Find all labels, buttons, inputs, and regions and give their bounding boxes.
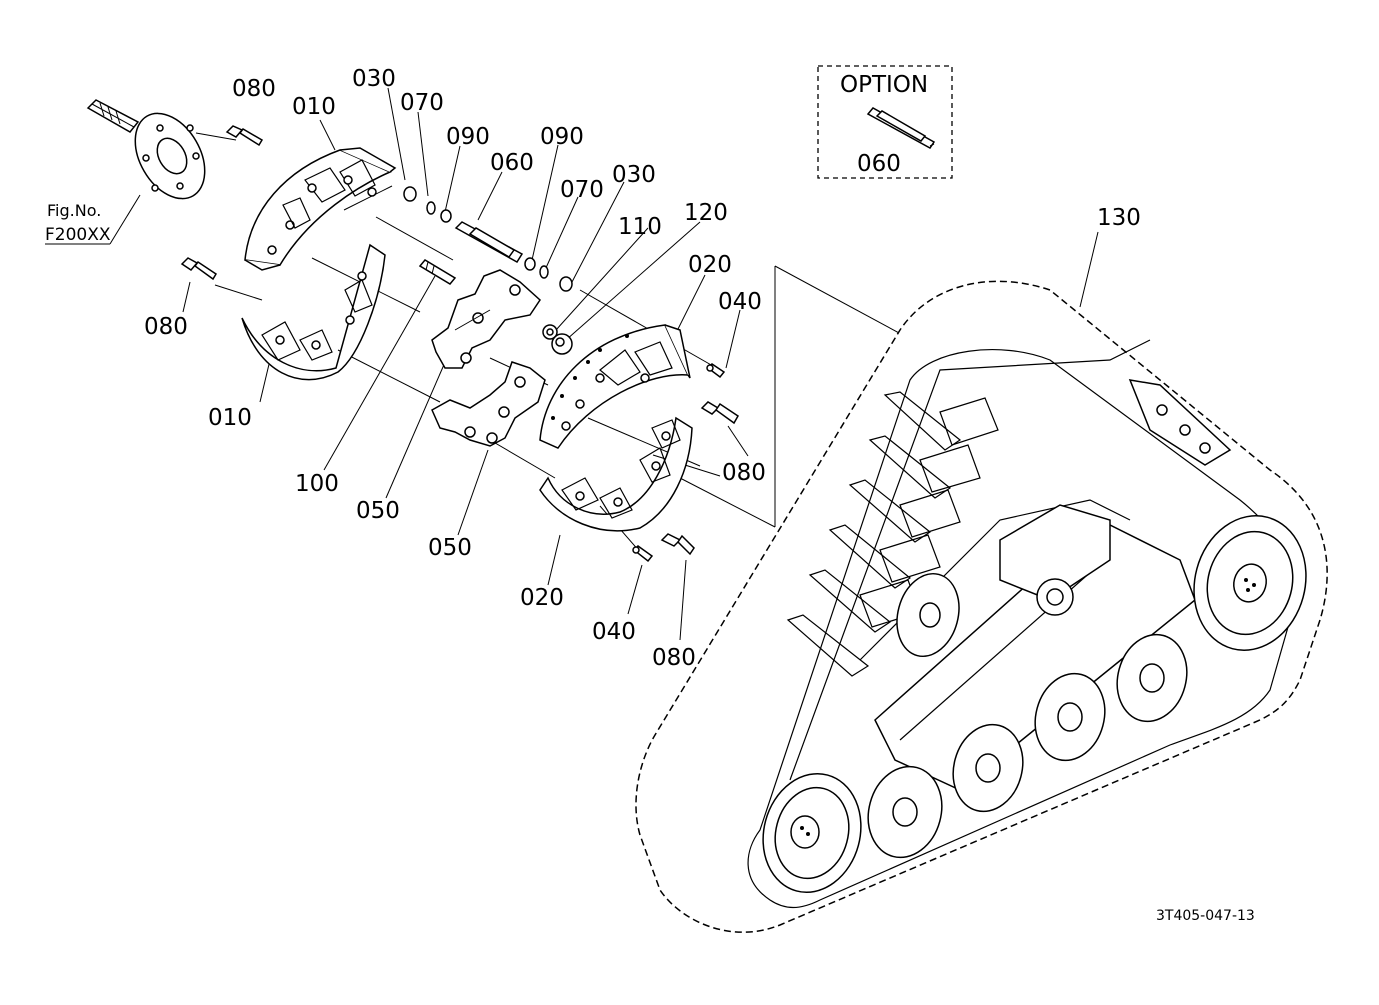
drawing-number: 3T405-047-13 — [1156, 908, 1255, 924]
callout-070-top: 070 — [400, 90, 444, 116]
callout-110: 110 — [618, 214, 662, 240]
pin-060 — [454, 221, 524, 264]
callout-120: 120 — [684, 200, 728, 226]
callout-050-a: 050 — [356, 498, 400, 524]
callout-070-right: 070 — [560, 177, 604, 203]
callout-040-top: 040 — [718, 289, 762, 315]
bolt-080-top — [225, 125, 264, 147]
callout-080-bottom: 080 — [652, 645, 696, 671]
segment-010-lower — [241, 243, 386, 381]
leader-lines — [182, 87, 1099, 641]
callout-060: 060 — [490, 150, 534, 176]
washer-070-right — [539, 265, 549, 279]
washer-070-left — [426, 201, 436, 215]
bolt-080-mid — [700, 401, 739, 425]
callout-040-bottom: 040 — [592, 619, 636, 645]
sprocket-050-upper — [431, 269, 541, 369]
grease-nipple-040-bottom — [632, 545, 654, 563]
callout-010-bottom: 010 — [208, 405, 252, 431]
callout-050-b: 050 — [428, 535, 472, 561]
option-box: OPTION 060 — [817, 65, 953, 179]
fig-ref-line1: Fig.No. — [47, 201, 101, 220]
callout-020-bottom: 020 — [520, 585, 564, 611]
callout-020-top: 020 — [688, 252, 732, 278]
callout-010-top: 010 — [292, 94, 336, 120]
ring-090-left — [440, 209, 452, 223]
callout-080-mid: 080 — [722, 460, 766, 486]
option-part-label: 060 — [857, 151, 901, 177]
callout-090-right: 090 — [540, 124, 584, 150]
bolt-080-bottom — [660, 533, 695, 556]
option-title: OPTION — [840, 72, 928, 98]
sprocket-050-lower — [431, 361, 546, 447]
ring-090-right — [524, 257, 536, 271]
figure-reference: Fig.No. F200XX — [45, 194, 141, 245]
callout-100: 100 — [295, 471, 339, 497]
bushing-030-right — [559, 276, 573, 292]
bolt-080-left — [180, 257, 218, 281]
segment-020-upper — [539, 324, 691, 449]
collar-120 — [551, 333, 573, 355]
callout-090-left: 090 — [446, 124, 490, 150]
callout-030-right: 030 — [612, 162, 656, 188]
grease-nipple-040-top — [706, 363, 726, 379]
callout-080-top: 080 — [232, 76, 276, 102]
track-assembly-130 — [635, 280, 1328, 933]
callout-labels: 080 010 030 070 090 060 090 070 030 110 … — [144, 66, 1141, 671]
washer-110 — [542, 324, 558, 340]
fig-ref-line2: F200XX — [45, 225, 111, 245]
segment-010-upper — [244, 147, 397, 271]
option-pin-060 — [866, 107, 936, 149]
bushing-030-left — [403, 186, 417, 202]
segment-020-lower — [539, 416, 693, 532]
callout-130: 130 — [1097, 205, 1141, 231]
stud-100 — [418, 259, 457, 285]
wheel-hub-shaft — [86, 99, 206, 200]
callout-080-left: 080 — [144, 314, 188, 340]
callout-030-top: 030 — [352, 66, 396, 92]
